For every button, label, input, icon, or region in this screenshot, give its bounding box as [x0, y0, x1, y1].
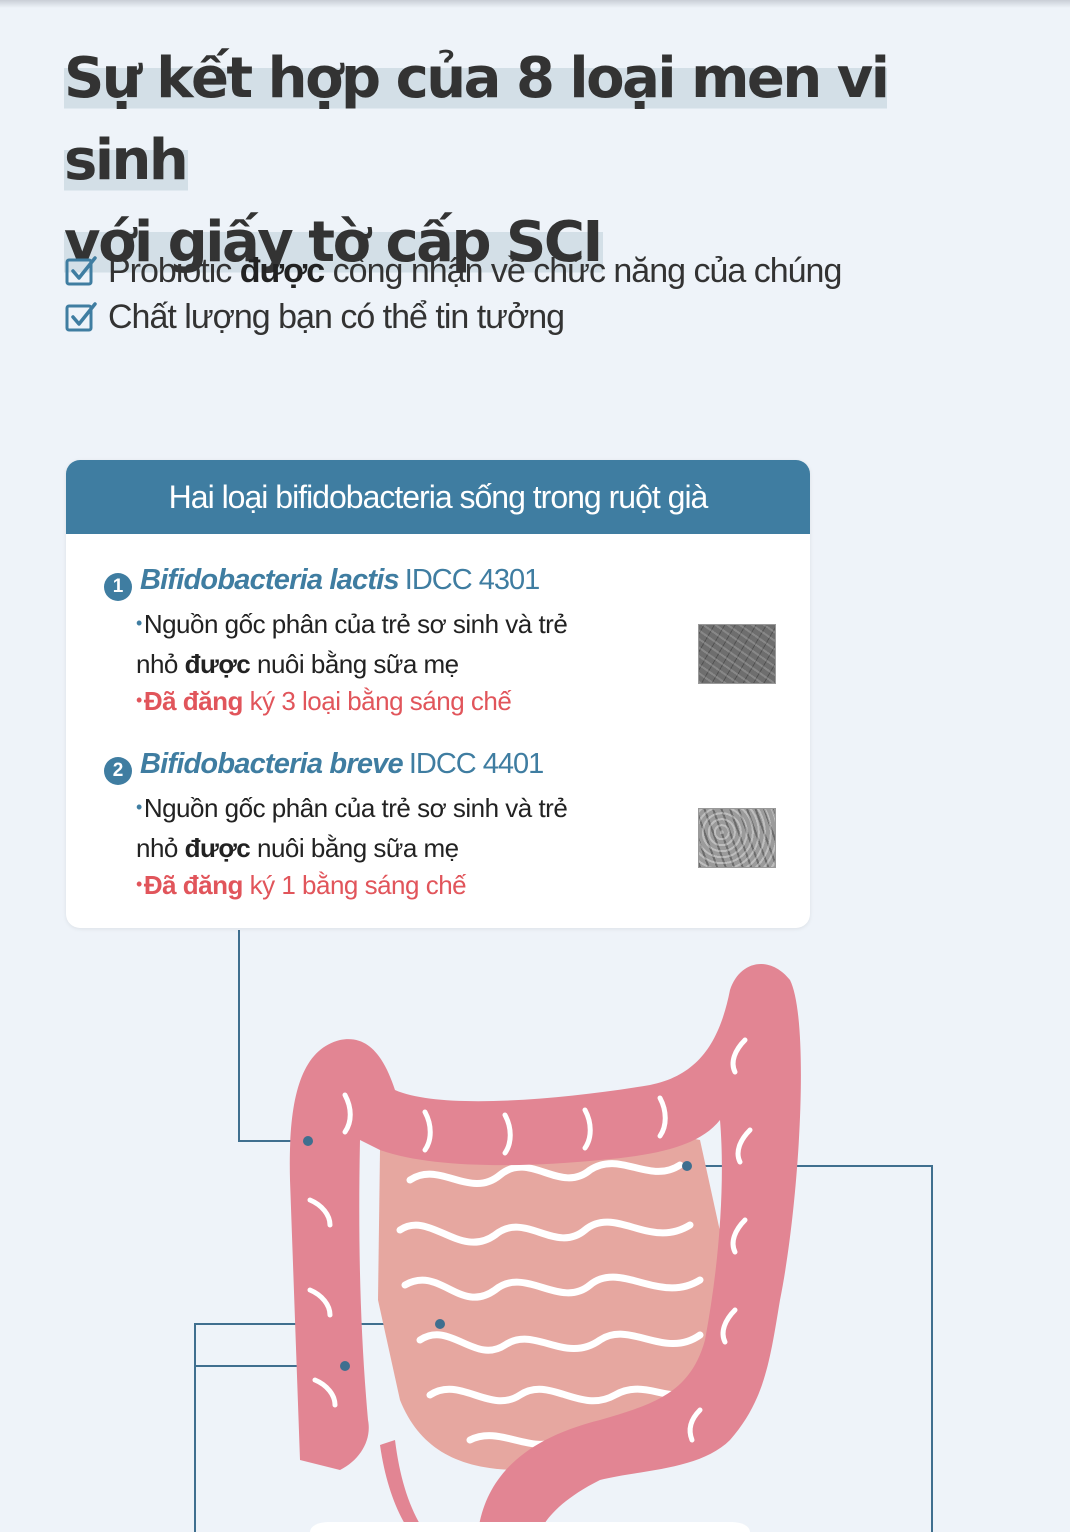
strain-code: IDCC 4301 [404, 564, 540, 596]
strain-title: 1 Bifidobacteria lactis IDCC 4301 [104, 564, 784, 604]
next-card-edge [310, 1522, 750, 1532]
strain-origin: •Nguồn gốc phân của trẻ sơ sinh và trẻ n… [136, 793, 568, 863]
checkbox-checked-icon [65, 256, 97, 286]
strain-code: IDCC 4401 [408, 748, 544, 780]
check-item-2: Chất lượng bạn có thể tin tưởng [64, 294, 841, 340]
top-shadow [0, 0, 1070, 8]
title-line-2: với giấy tờ cấp SCI [64, 210, 603, 275]
microscope-image [698, 808, 776, 868]
number-badge: 2 [104, 757, 132, 785]
check-text-1: Probiotic được công nhận về chức năng củ… [108, 251, 842, 290]
checklist: Probiotic được công nhận về chức năng củ… [64, 248, 842, 340]
strain-item-2: 2 Bifidobacteria breve IDCC 4401 •Nguồn … [104, 748, 784, 907]
strain-item-1: 1 Bifidobacteria lactis IDCC 4301 •Nguồn… [104, 564, 784, 723]
page-title: Sự kết hợp của 8 loại men vi sinh với gi… [64, 38, 1024, 284]
colon [289, 963, 801, 1532]
checkbox-checked-icon [65, 302, 97, 332]
strain-name: Bifidobacteria breve [140, 748, 404, 780]
strain-patent: •Đã đăng ký 1 bằng sáng chế [136, 870, 467, 900]
strain-patent: •Đã đăng ký 3 loại bằng sáng chế [136, 686, 512, 716]
strain-card: Hai loại bifidobacteria sống trong ruột … [66, 460, 810, 928]
strain-title: 2 Bifidobacteria breve IDCC 4401 [104, 748, 784, 788]
number-badge: 1 [104, 573, 132, 601]
strain-origin: •Nguồn gốc phân của trẻ sơ sinh và trẻ n… [136, 609, 568, 679]
intestine-folds [396, 1160, 704, 1448]
microscope-image [698, 624, 776, 684]
check-text-2: Chất lượng bạn có thể tin tưởng [108, 297, 565, 336]
check-item-1: Probiotic được công nhận về chức năng củ… [64, 248, 842, 294]
connector-dots [303, 1136, 692, 1371]
card-title: Hai loại bifidobacteria sống trong ruột … [66, 460, 810, 534]
strain-name: Bifidobacteria lactis [140, 564, 400, 596]
small-intestine [378, 1126, 735, 1470]
